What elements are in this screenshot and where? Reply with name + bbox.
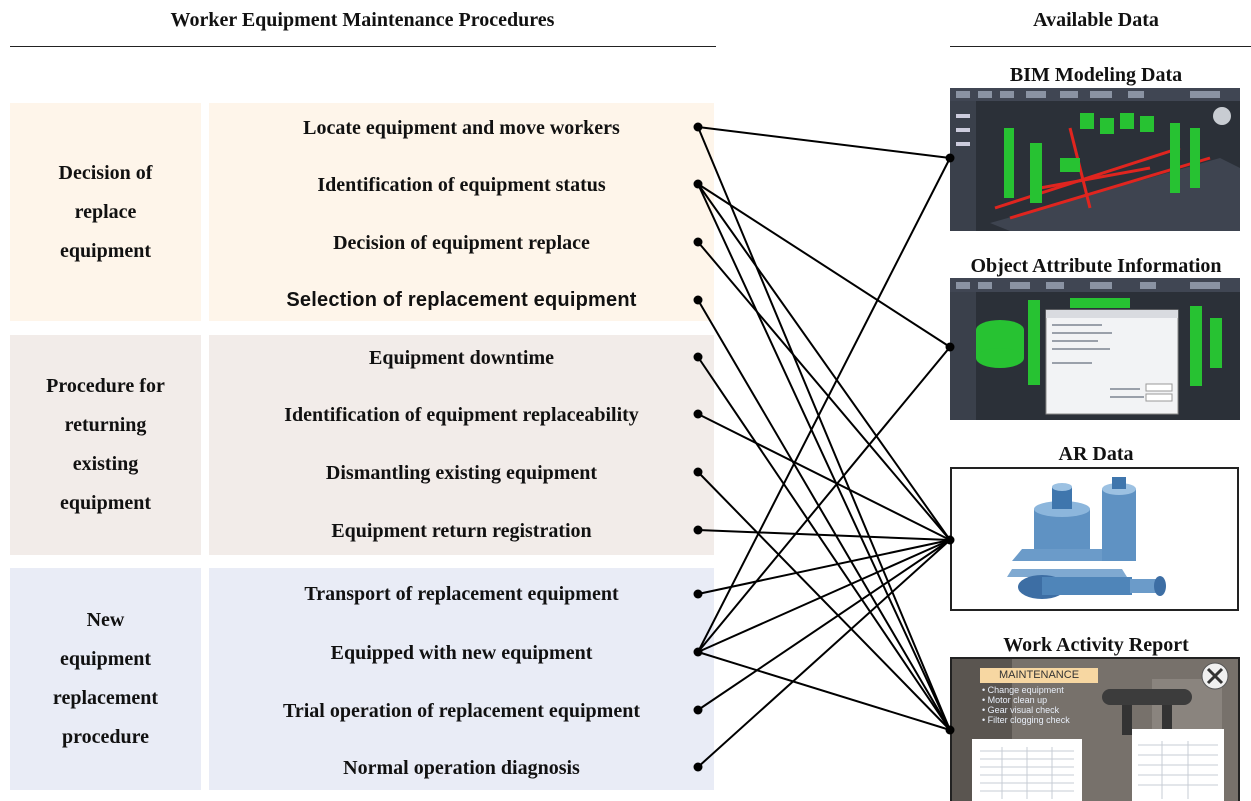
connection-line (697, 126, 951, 159)
maintenance-banner: MAINTENANCE (980, 668, 1098, 683)
step-locate-equipment: Locate equipment and move workers (303, 117, 620, 139)
data-connector-dot (945, 153, 955, 163)
connection-line (697, 471, 951, 731)
connection-line (697, 299, 951, 731)
group-label-line: equipment (59, 648, 152, 670)
checklist-item: • Motor clean up (982, 695, 1048, 705)
connection-line (697, 529, 951, 541)
group-label-line: replacement (52, 687, 159, 709)
connection-line (697, 539, 951, 595)
checklist-item: • Change equipment (982, 685, 1064, 695)
step-identify-status: Identification of equipment status (317, 174, 606, 196)
connection-line (697, 126, 951, 731)
step-select-replacement: Selection of replacement equipment (286, 289, 637, 311)
group-label-line: Decision of (58, 161, 153, 184)
data-connector-dot (945, 725, 955, 735)
bim-modeling-image (950, 88, 1240, 231)
checklist-item: • Filter clogging check (982, 715, 1070, 725)
procedures-header: Worker Equipment Maintenance Procedures (170, 9, 555, 31)
checklist-item: • Gear visual check (982, 705, 1060, 715)
connection-line (697, 651, 951, 731)
group-label-line: Procedure for (46, 375, 165, 397)
step-connector-dot (693, 122, 703, 132)
steps-panel-returning (209, 335, 714, 555)
step-connector-dot (693, 525, 703, 535)
connection-line (697, 539, 951, 768)
step-connector-dot (693, 762, 703, 772)
group-returning-existing: Procedure for returning existing equipment (10, 335, 201, 555)
step-decision-replace: Decision of equipment replace (333, 232, 590, 254)
procedures-header-rule (10, 46, 716, 47)
object-attribute-image (950, 278, 1240, 420)
step-connector-dot (693, 647, 703, 657)
object-attribute-title: Object Attribute Information (970, 255, 1222, 277)
step-connector-dot (693, 589, 703, 599)
bim-modeling-title: BIM Modeling Data (1009, 64, 1183, 86)
connection-line (697, 346, 951, 653)
step-return-registration: Equipment return registration (331, 520, 592, 542)
step-identify-replaceability: Identification of equipment replaceabili… (284, 404, 639, 426)
group-label-line: equipment (59, 239, 152, 262)
group-label-line: replace (74, 200, 137, 223)
work-activity-image: MAINTENANCE • Change equipment• Motor cl… (950, 657, 1240, 801)
connection-line (697, 183, 951, 731)
work-activity-title: Work Activity Report (1003, 634, 1189, 656)
step-trial-operation: Trial operation of replacement equipment (283, 700, 640, 722)
group-label-line: existing (72, 453, 139, 475)
data-connector-dot (945, 342, 955, 352)
step-connector-dot (693, 237, 703, 247)
step-transport: Transport of replacement equipment (304, 583, 619, 605)
group-decision-replace: Decision of replace equipment (10, 103, 201, 321)
step-equipment-downtime: Equipment downtime (368, 347, 555, 369)
step-connector-dot (693, 295, 703, 305)
connection-line (697, 241, 951, 541)
steps-panel-decision (209, 103, 714, 321)
group-label-line: procedure (61, 726, 150, 748)
maintenance-checklist: • Change equipment• Motor clean up• Gear… (982, 685, 1070, 725)
step-connector-dot (693, 179, 703, 189)
connection-line (697, 539, 951, 653)
ar-data-title: AR Data (1058, 443, 1134, 465)
connection-line (697, 183, 951, 348)
available-data-header-rule (950, 46, 1251, 47)
connection-line (697, 356, 951, 731)
step-dismantling: Dismantling existing equipment (325, 462, 598, 484)
step-connector-dot (693, 352, 703, 362)
group-label-line: New (86, 609, 125, 631)
group-label-line: equipment (59, 492, 152, 514)
step-connector-dot (693, 705, 703, 715)
steps-panel-new (209, 568, 714, 790)
connection-line (697, 183, 951, 541)
available-data-header: Available Data (1033, 9, 1159, 31)
step-connector-dot (693, 467, 703, 477)
step-connector-dot (693, 409, 703, 419)
group-new-replacement: New equipment replacement procedure (10, 568, 201, 790)
connection-line (697, 413, 951, 541)
connection-line (697, 157, 951, 653)
step-normal-diagnosis: Normal operation diagnosis (343, 757, 580, 779)
step-equipped-new: Equipped with new equipment (330, 642, 593, 664)
group-label-line: returning (64, 414, 147, 436)
data-connector-dot (945, 535, 955, 545)
connection-line (697, 539, 951, 711)
